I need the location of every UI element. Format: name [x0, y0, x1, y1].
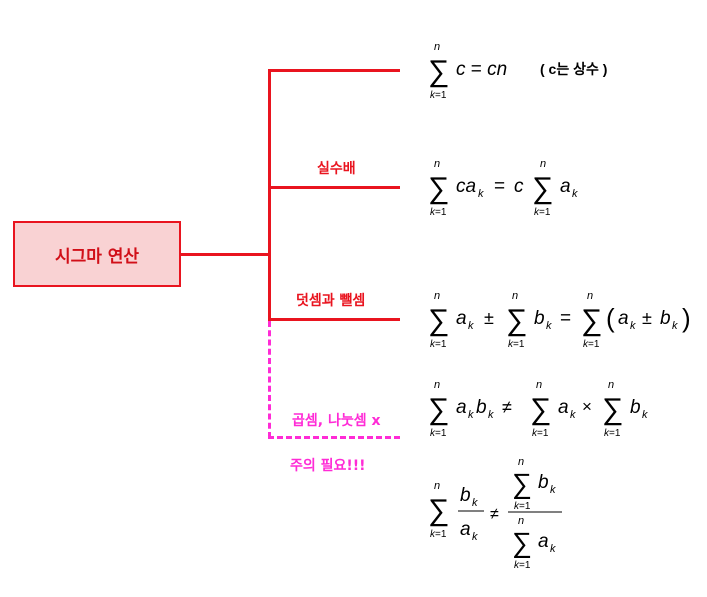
svg-text:): ): [682, 303, 691, 333]
svg-text:k=1: k=1: [508, 339, 525, 350]
svg-text:b: b: [538, 472, 549, 493]
svg-text:∑: ∑: [581, 304, 602, 337]
root-connector: [181, 253, 270, 256]
svg-text:k: k: [488, 409, 494, 421]
svg-text:n: n: [434, 158, 440, 170]
branch-line-add-sub: [268, 318, 400, 321]
branch-label-mul-div: 곱셈, 나눗셈 x: [292, 413, 381, 429]
formula-scalar-multiple: n ∑ k=1 ca k = c n ∑ k=1 a k: [420, 155, 620, 225]
svg-text:k=1: k=1: [430, 428, 447, 439]
svg-text:k=1: k=1: [532, 428, 549, 439]
root-node-sigma-operations: 시그마 연산: [13, 221, 181, 287]
svg-text:∑: ∑: [428, 55, 449, 88]
svg-text:k: k: [642, 409, 648, 421]
svg-text:k=1: k=1: [583, 339, 600, 350]
constant-note: ( c는 상수 ): [540, 61, 607, 77]
svg-text:k: k: [672, 320, 678, 332]
svg-text:=: =: [494, 176, 505, 197]
svg-text:n: n: [587, 290, 593, 302]
svg-text:k=1: k=1: [534, 207, 551, 218]
svg-text:∑: ∑: [530, 393, 551, 426]
branch-label-add-sub: 덧셈과 뺄셈: [296, 293, 366, 309]
svg-text:k: k: [550, 543, 556, 555]
svg-text:k: k: [572, 188, 578, 200]
svg-text:=: =: [560, 308, 571, 329]
svg-text:k: k: [478, 188, 484, 200]
svg-text:∑: ∑: [428, 172, 449, 205]
svg-text:n: n: [434, 290, 440, 302]
trunk-line: [268, 69, 271, 321]
svg-text:k: k: [546, 320, 552, 332]
svg-text:a: a: [456, 308, 467, 329]
svg-text:c: c: [514, 176, 524, 197]
formula-quotient: n ∑ k=1 b k a k ≠ n ∑ k=1 b k n ∑ k=1 a …: [420, 455, 590, 581]
svg-text:(: (: [606, 303, 615, 333]
svg-text:∑: ∑: [512, 468, 532, 499]
svg-text:k=1: k=1: [514, 501, 531, 512]
svg-text:b: b: [630, 397, 641, 418]
svg-text:k=1: k=1: [430, 339, 447, 350]
caution-label: 주의 필요!!!: [290, 458, 366, 474]
svg-text:ca: ca: [456, 176, 476, 197]
branch-label-scalar: 실수배: [317, 161, 356, 177]
svg-text:a: a: [538, 531, 549, 552]
svg-text:n: n: [434, 379, 440, 391]
svg-text:k=1: k=1: [430, 529, 447, 540]
svg-text:c = cn: c = cn: [456, 59, 507, 80]
svg-text:k=1: k=1: [430, 90, 447, 101]
svg-text:n: n: [434, 41, 440, 53]
svg-text:±: ±: [642, 308, 652, 328]
svg-text:∑: ∑: [428, 304, 449, 337]
svg-text:k: k: [468, 409, 474, 421]
svg-text:∑: ∑: [428, 393, 449, 426]
svg-text:a: a: [456, 397, 467, 418]
svg-text:k: k: [550, 484, 556, 496]
svg-text:∑: ∑: [512, 527, 532, 558]
svg-text:×: ×: [582, 397, 592, 416]
svg-text:k: k: [472, 531, 478, 543]
svg-text:k=1: k=1: [604, 428, 621, 439]
branch-line-mul-div: [268, 436, 400, 439]
svg-text:b: b: [476, 397, 487, 418]
svg-text:±: ±: [484, 308, 494, 328]
svg-text:k=1: k=1: [514, 560, 531, 571]
formula-product: n ∑ k=1 a k b k ≠ n ∑ k=1 a k × n ∑ k=1 …: [420, 376, 670, 446]
svg-text:≠: ≠: [490, 506, 499, 523]
svg-text:n: n: [518, 456, 524, 468]
svg-text:b: b: [534, 308, 545, 329]
svg-text:∑: ∑: [532, 172, 553, 205]
svg-text:k: k: [472, 497, 478, 509]
svg-text:a: a: [460, 519, 471, 540]
svg-text:n: n: [512, 290, 518, 302]
svg-text:∑: ∑: [506, 304, 527, 337]
svg-text:a: a: [618, 308, 629, 329]
svg-text:a: a: [558, 397, 569, 418]
svg-text:a: a: [560, 176, 571, 197]
formula-constant: n ∑ k=1 c = cn ( c는 상수 ): [420, 38, 660, 108]
svg-text:b: b: [660, 308, 671, 329]
svg-text:∑: ∑: [602, 393, 623, 426]
svg-text:b: b: [460, 485, 471, 506]
branch-line-mul-div-vertical: [268, 321, 271, 438]
branch-line-scalar: [268, 186, 400, 189]
svg-text:n: n: [540, 158, 546, 170]
svg-text:n: n: [608, 379, 614, 391]
svg-text:k: k: [630, 320, 636, 332]
root-node-label: 시그마 연산: [54, 246, 140, 267]
svg-text:∑: ∑: [428, 494, 449, 527]
formula-add-sub: n ∑ k=1 a k ± n ∑ k=1 b k = n ∑ k=1 ( a …: [420, 287, 705, 357]
branch-line-constant: [268, 69, 400, 72]
svg-text:k: k: [570, 409, 576, 421]
svg-text:≠: ≠: [502, 397, 512, 417]
svg-text:k=1: k=1: [430, 207, 447, 218]
svg-text:k: k: [468, 320, 474, 332]
svg-text:n: n: [434, 480, 440, 492]
svg-text:n: n: [518, 515, 524, 527]
svg-text:n: n: [536, 379, 542, 391]
